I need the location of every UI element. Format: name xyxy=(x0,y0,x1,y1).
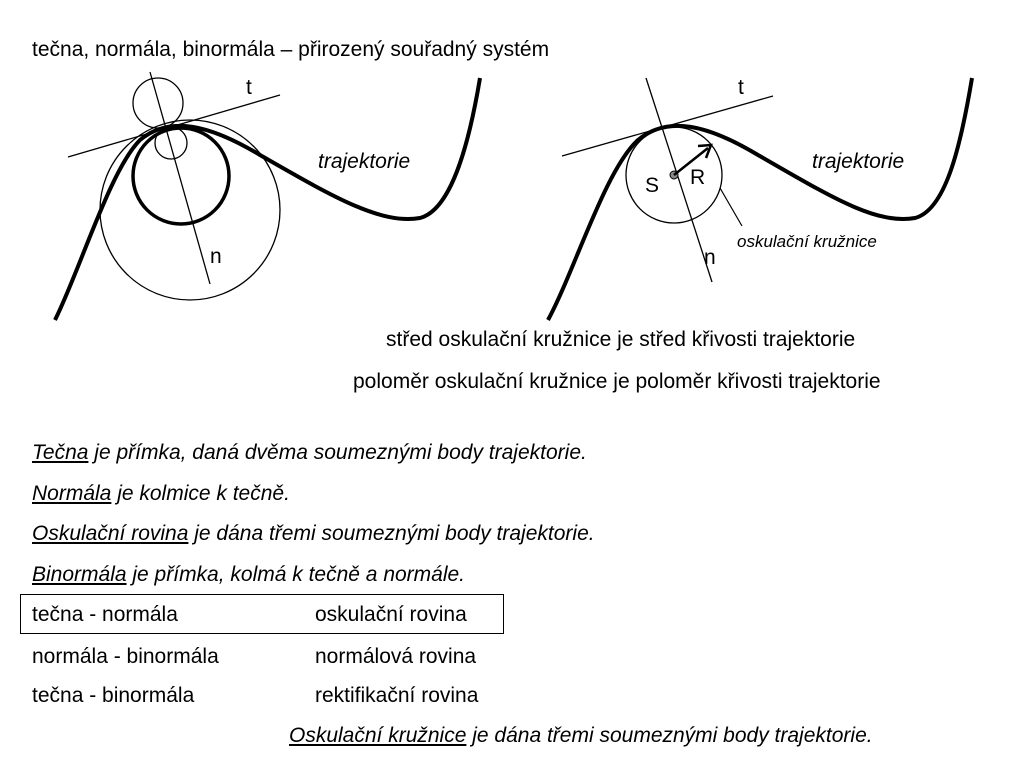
label-osculating-circle: oskulační kružnice xyxy=(737,232,877,251)
plane-name: oskulační rovina xyxy=(315,603,467,626)
tangent-line-left xyxy=(67,94,281,158)
definition-binormal: Binormála je přímka, kolmá k tečně a nor… xyxy=(32,563,465,587)
label-S: S xyxy=(645,174,659,197)
figure-right: t n S R trajektorie oskulační kružnice xyxy=(546,76,974,321)
plane-name: rektifikační rovina xyxy=(315,684,479,707)
label-trajectory-right: trajektorie xyxy=(812,150,904,173)
tangent-line-right xyxy=(561,95,774,157)
definition-text: je přímka, daná dvěma soumeznými body tr… xyxy=(88,441,587,464)
trajectory-curve-right xyxy=(546,77,974,321)
radius-arrow xyxy=(673,147,709,176)
page-title: tečna, normála, binormála – přirozený so… xyxy=(32,38,550,61)
normal-line-right xyxy=(645,77,713,283)
definition-text: je dána třemi soumeznými body trajektori… xyxy=(188,522,595,545)
label-t-right: t xyxy=(738,76,744,99)
final-statement-term: Oskulační kružnice xyxy=(289,724,467,747)
definition-text: je přímka, kolmá k tečně a normále. xyxy=(126,563,466,586)
definition-text: je kolmice k tečně. xyxy=(111,482,290,505)
circle-small-top xyxy=(132,77,184,129)
definition-term: Oskulační rovina xyxy=(32,522,189,545)
definition-tangent: Tečna je přímka, daná dvěma soumeznými b… xyxy=(32,441,587,465)
plane-name: normálová rovina xyxy=(315,645,477,668)
definition-osculating-plane: Oskulační rovina je dána třemi soumezným… xyxy=(32,522,595,546)
trajectory-curve-left xyxy=(53,77,482,321)
plane-pair: tečna - normála xyxy=(32,603,178,626)
final-statement: Oskulační kružnice je dána třemi soumezn… xyxy=(289,724,873,748)
circle-large xyxy=(99,119,281,301)
diagram: t n trajektorie t n S R trajektorie osku… xyxy=(53,71,974,321)
definition-term: Normála xyxy=(32,482,112,505)
caption-radius: poloměr oskulační kružnice je poloměr kř… xyxy=(353,370,881,393)
highlight-box xyxy=(20,594,504,634)
osculating-circle xyxy=(625,126,723,224)
plane-pair: tečna - binormála xyxy=(32,684,195,707)
label-trajectory-left: trajektorie xyxy=(318,150,410,173)
definition-normal: Normála je kolmice k tečně. xyxy=(32,482,290,506)
final-statement-text: je dána třemi soumeznými body trajektori… xyxy=(466,724,873,747)
label-n-left: n xyxy=(210,245,222,268)
radius-arrowhead xyxy=(697,143,713,159)
definition-term: Binormála xyxy=(32,563,127,586)
normal-line-left xyxy=(149,71,211,285)
label-t-left: t xyxy=(246,76,252,99)
circle-osculating-left xyxy=(131,126,231,226)
plane-pair: normála - binormála xyxy=(32,645,219,668)
definition-term: Tečna xyxy=(32,441,89,464)
circle-small-inner xyxy=(154,126,188,160)
caption-center: střed oskulační kružnice je střed křivos… xyxy=(386,328,856,351)
label-n-right: n xyxy=(704,246,716,269)
circle-pointer-line xyxy=(719,187,743,227)
label-R: R xyxy=(690,166,705,189)
figure-left: t n trajektorie xyxy=(53,71,482,321)
